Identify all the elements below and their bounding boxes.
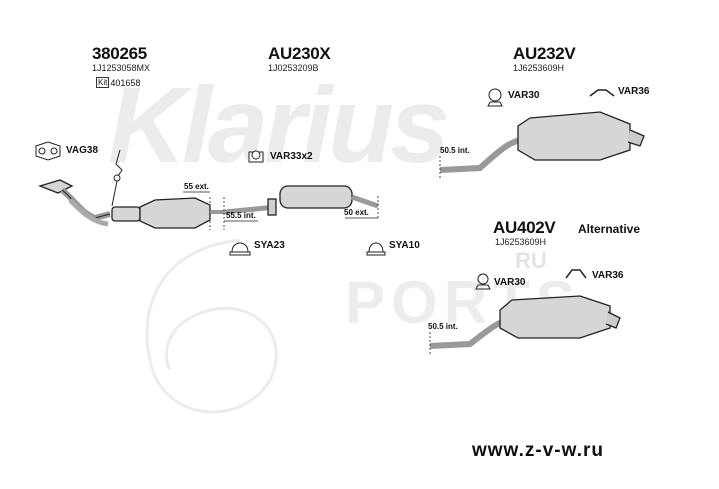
mount-icon-var30-alt: [475, 273, 491, 290]
dimension-label-50-ext: 50 ext.: [344, 208, 369, 217]
middle-pipe: [224, 185, 379, 216]
part-code-au402v: AU402V: [493, 218, 556, 237]
mount-icon-sya10: [366, 242, 386, 256]
dimension-lines: [183, 156, 441, 356]
hanger-icon-var36-alt: [565, 269, 587, 279]
watermark-ru: RU: [515, 248, 547, 273]
lambda-sensor-wire: [111, 149, 123, 207]
watermark-brand: Klarius: [108, 64, 450, 185]
kit-number: Kit 401658: [96, 77, 140, 88]
dimension-label-55-ext: 55 ext.: [184, 182, 209, 191]
fitting-label-vag38: VAG38: [66, 145, 99, 156]
rear-silencer-top: [439, 111, 645, 173]
watermark-six-shape: [145, 238, 278, 414]
clamp-icon-var33: [248, 150, 264, 163]
fitting-label-var30-top: VAR30: [508, 90, 540, 101]
front-pipe-with-catalyst: [38, 179, 225, 229]
oem-number-au402v: 1J6253609H: [495, 237, 547, 247]
hanger-icon-var36-top: [589, 89, 615, 97]
alternative-label: Alternative: [578, 222, 641, 236]
dimension-label-55-5-int: 55.5 int.: [226, 211, 256, 220]
fitting-label-var36-top: VAR36: [618, 86, 650, 97]
kit-value: 401658: [110, 77, 141, 88]
part-code-380265: 380265: [92, 44, 147, 63]
fitting-label-var30-alt: VAR30: [494, 277, 526, 288]
fitting-label-sya10: SYA10: [389, 240, 420, 251]
oem-number-au230x: 1J0253209B: [268, 63, 319, 73]
dimension-label-50-5-int-alt: 50.5 int.: [428, 322, 458, 331]
mount-icon-sya23: [229, 242, 251, 256]
dimension-label-50-5-int-top: 50.5 int.: [440, 146, 470, 155]
kit-icon: Kit: [96, 77, 110, 88]
fitting-label-var36-alt: VAR36: [592, 270, 624, 281]
part-code-au230x: AU230X: [268, 44, 331, 63]
rear-silencer-alt: [429, 295, 621, 349]
oem-number-380265: 1J1253058MX: [92, 63, 151, 73]
website-url: www.z-v-w.ru: [472, 440, 604, 461]
gasket-icon-vag38: [35, 141, 61, 161]
oem-number-au232v: 1J6253609H: [513, 63, 565, 73]
part-code-au232v: AU232V: [513, 44, 576, 63]
fitting-label-var33x2: VAR33x2: [270, 151, 313, 162]
fitting-label-sya23: SYA23: [254, 240, 285, 251]
mount-icon-var30-top: [487, 88, 503, 107]
